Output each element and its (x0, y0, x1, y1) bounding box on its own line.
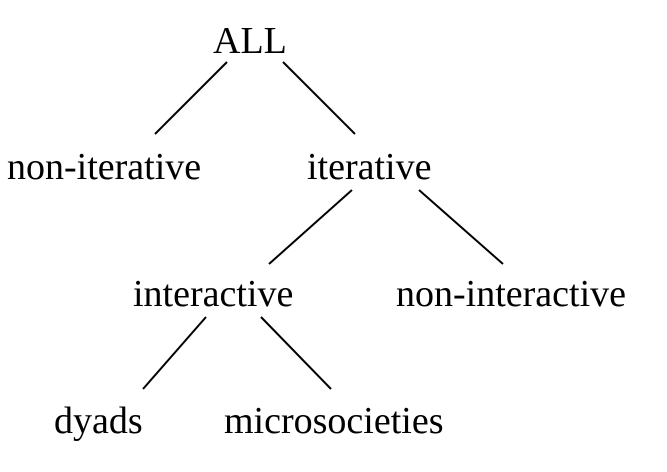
tree-node-microsocieties: microsocieties (224, 400, 444, 442)
tree-node-non-interactive: non-interactive (396, 273, 627, 315)
tree-node-interactive: interactive (133, 273, 294, 315)
tree-edge-all-to-iterative (282, 61, 356, 135)
tree-edge-all-to-non-iterative (154, 61, 228, 135)
tree-node-dyads: dyads (54, 400, 143, 442)
tree-edge-iterative-to-non-interactive (418, 189, 504, 265)
edges-group (142, 61, 504, 390)
tree-node-non-iterative: non-iterative (7, 146, 202, 188)
tree-node-iterative: iterative (307, 146, 432, 188)
tree-edge-interactive-to-dyads (142, 316, 207, 390)
tree-edge-iterative-to-interactive (268, 189, 353, 265)
tree-edge-interactive-to-microsocieties (260, 316, 332, 390)
tree-node-all: ALL (213, 20, 287, 62)
